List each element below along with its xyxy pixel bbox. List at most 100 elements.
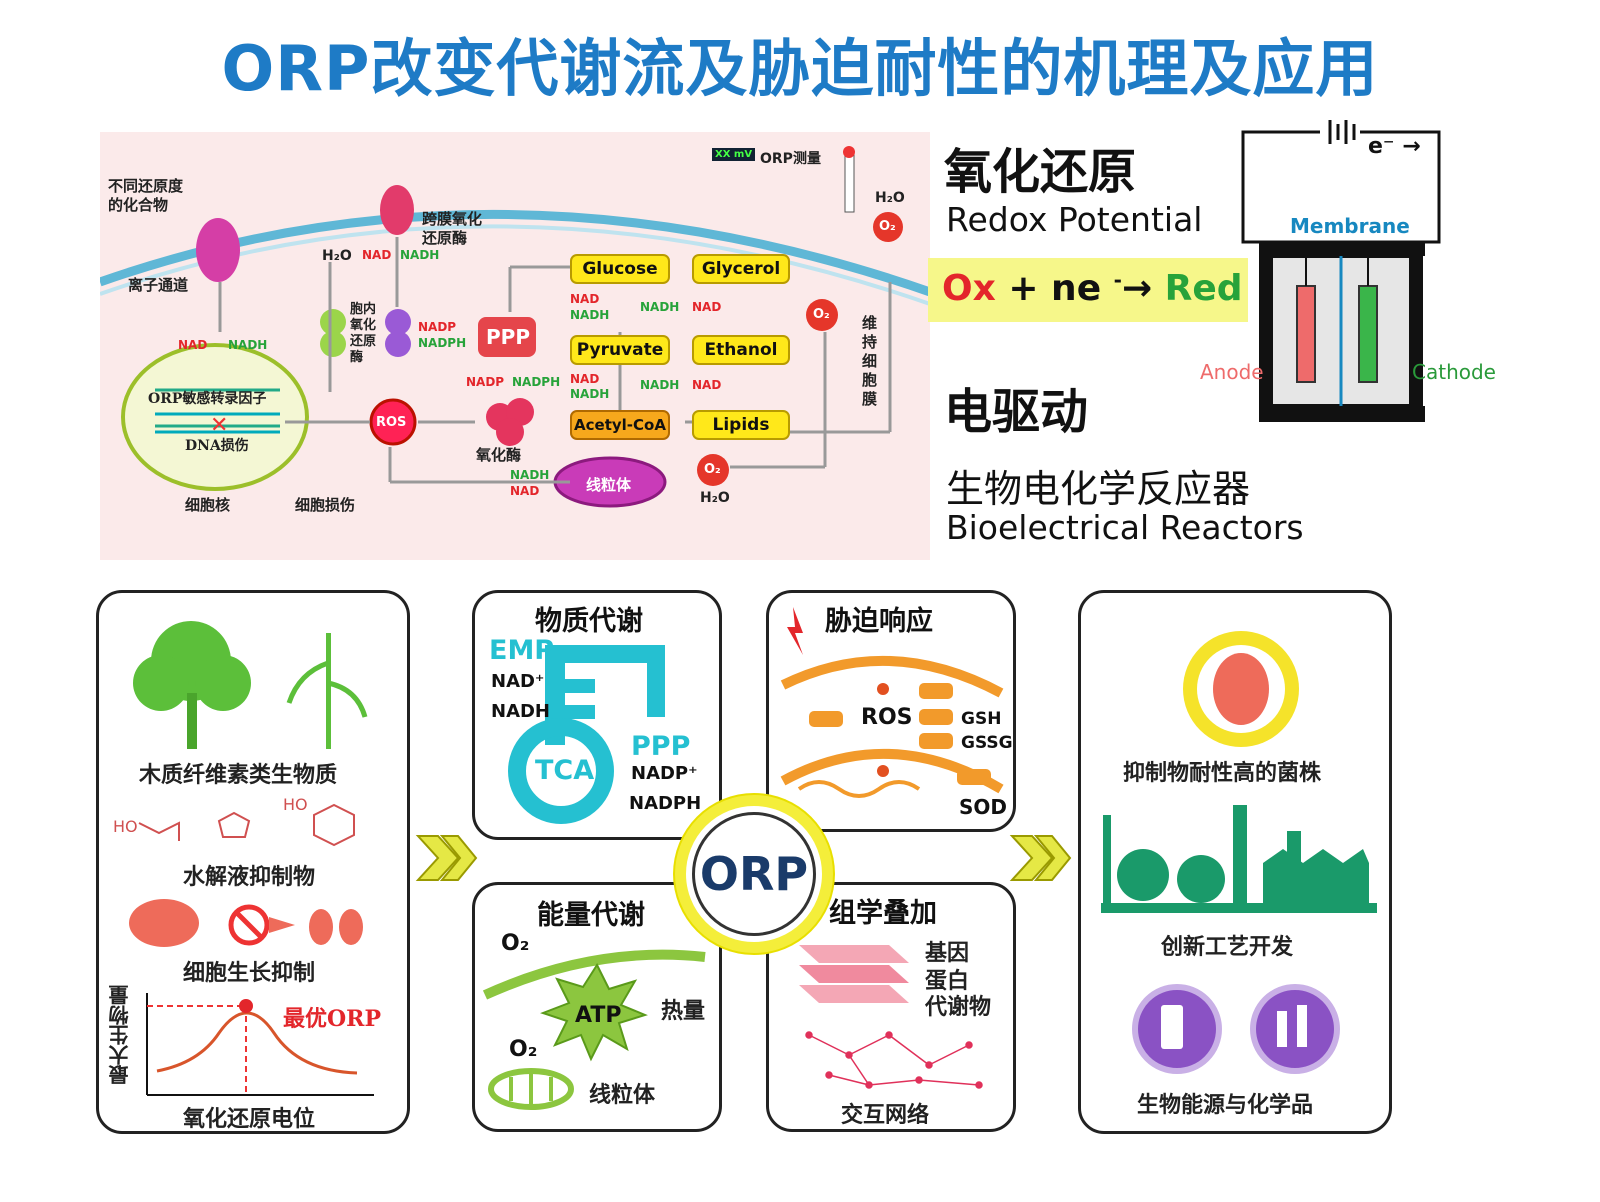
emp-label: EMP — [489, 635, 555, 666]
nadp-plus-label: NADP⁺ — [631, 763, 698, 784]
chevron-right-icon — [415, 835, 478, 881]
electro-subtitle-en: Bioelectrical Reactors — [946, 508, 1304, 547]
cell-damage-label: 细胞损伤 — [295, 496, 356, 514]
protein-label: 蛋白 — [925, 968, 970, 994]
chevron-right-icon-2 — [1009, 835, 1072, 881]
nucleus-label: 细胞核 — [185, 496, 231, 514]
orp-measure-label: ORP测量 — [760, 151, 821, 167]
gssg-label: GSSG — [961, 733, 1013, 753]
biomass-panel-graphics — [129, 621, 374, 1096]
maintain-membrane-label: 维 持 细 胞 膜 — [862, 314, 878, 408]
nad-label-2: NAD — [178, 338, 208, 352]
products-label: 生物能源与化学品 — [1137, 1092, 1314, 1118]
omics-title: 组学叠加 — [829, 898, 937, 929]
mito-energy-label: 线粒体 — [589, 1082, 656, 1108]
metabolite-label: 代谢物 — [925, 994, 992, 1020]
eq-red: Red — [1164, 268, 1243, 309]
growth-label: 细胞生长抑制 — [183, 960, 316, 986]
membrane-label: Membrane — [1290, 214, 1410, 238]
sod-label: SOD — [959, 795, 1008, 819]
stress-graphics — [780, 607, 1004, 798]
h2o-label-3: H₂O — [700, 490, 730, 506]
o2-energy-label-1: O₂ — [501, 931, 530, 956]
biomass-panel: 木质纤维素类生物质 水解液抑制物 细胞生长抑制 氧化还原电位 最大生物量 最优O… — [96, 590, 410, 1134]
nad-label: NAD — [362, 248, 392, 262]
nadph-label-2: NADPH — [512, 375, 561, 389]
dna-damage-label: DNA损伤 — [185, 438, 249, 454]
nadh-label-6: NADH — [640, 378, 680, 392]
redox-subtitle: Redox Potential — [946, 200, 1203, 239]
metabolism-graphics — [508, 645, 665, 824]
network-label: 交互网络 — [841, 1102, 930, 1128]
nadp-label: NADP — [418, 320, 457, 334]
eq-arrow: → — [1121, 268, 1153, 309]
mitochondria-label: 线粒体 — [586, 476, 632, 494]
energy-title: 能量代谢 — [537, 900, 645, 931]
o2-bubble-2: O₂ — [813, 307, 830, 322]
nadh-label-5: NADH — [570, 387, 610, 401]
redox-equation: Ox + ne -→ Red — [928, 258, 1248, 322]
nadh-metab-label: NADH — [491, 701, 551, 722]
nadh-label-7: NADH — [510, 468, 550, 482]
nadph-metab-label: NADPH — [629, 793, 702, 814]
orp-meter: XX mV — [712, 148, 756, 161]
yaxis-label: 最大生物量 — [108, 985, 132, 1085]
eq-mid: + ne — [995, 268, 1114, 309]
nadh-label-3: NADH — [570, 308, 610, 322]
glucose-box: Glucose — [570, 254, 670, 284]
electro-heading: 电驱动 — [944, 384, 1089, 440]
acetylcoa-box: Acetyl-CoA — [570, 410, 670, 440]
ppp-label: PPP — [486, 325, 530, 349]
nadh-label-4: NADH — [640, 300, 680, 314]
process-label: 创新工艺开发 — [1161, 934, 1294, 960]
nad-label-3: NAD — [570, 292, 600, 306]
h2o-label-2: H₂O — [875, 190, 905, 206]
ethanol-box: Ethanol — [692, 335, 790, 365]
orp-center-label: ORP — [692, 812, 816, 936]
nad-label-4: NAD — [692, 300, 722, 314]
bioreactor-diagram — [1241, 120, 1441, 422]
application-graphics — [1101, 631, 1377, 1074]
ion-channel-label: 离子通道 — [128, 276, 189, 294]
atp-label: ATP — [575, 1003, 622, 1028]
oxidase-label: 氧化酶 — [476, 446, 522, 464]
stress-panel: 胁迫响应 ROS GSH GSSG SOD — [766, 590, 1016, 832]
ho-label-2: HO — [283, 795, 308, 814]
metabolism-panel: 物质代谢 EMP NAD⁺ NADH TCA PPP NADP⁺ NADPH — [472, 590, 722, 840]
eq-sup: - — [1113, 268, 1122, 292]
gene-label: 基因 — [925, 940, 970, 966]
cell-diagram: ✕ — [100, 132, 930, 560]
svg-text:✕: ✕ — [210, 413, 228, 438]
o2-energy-label-2: O₂ — [509, 1037, 538, 1062]
h2o-label: H₂O — [322, 248, 352, 264]
membrane-enzyme-label: 跨膜氧化 还原酶 — [422, 210, 483, 247]
lipids-box: Lipids — [692, 410, 790, 440]
intracellular-enzyme-label: 胞内 氧化 还原 酶 — [350, 302, 377, 365]
redox-heading: 氧化还原 — [944, 144, 1137, 200]
o2-bubble-3: O₂ — [704, 462, 721, 477]
metabolism-title: 物质代谢 — [535, 606, 643, 637]
energy-graphics — [482, 949, 706, 1110]
stress-title: 胁迫响应 — [825, 606, 933, 637]
o2-bubble-1: O₂ — [879, 219, 896, 234]
nadh-label: NADH — [400, 248, 440, 262]
biomass-label: 木质纤维素类生物质 — [139, 762, 338, 788]
nad-label-7: NAD — [510, 484, 540, 498]
page-title: ORP改变代谢流及胁迫耐性的机理及应用 — [221, 32, 1379, 105]
inhibitors-label: 水解液抑制物 — [183, 864, 316, 890]
anode-label: Anode — [1200, 360, 1264, 384]
nad-label-5: NAD — [570, 372, 600, 386]
application-panel: 抑制物耐性高的菌株 创新工艺开发 生物能源与化学品 — [1078, 590, 1392, 1134]
cell-diagram-graphics: ✕ — [100, 146, 930, 508]
nad-label-6: NAD — [692, 378, 722, 392]
orp-tf-label: ORP敏感转录因子 — [148, 391, 267, 407]
orp-center-circle: ORP — [675, 795, 833, 953]
ros-label: ROS — [376, 415, 407, 430]
nadp-label-2: NADP — [466, 375, 505, 389]
cathode-label: Cathode — [1412, 360, 1496, 384]
strain-label: 抑制物耐性高的菌株 — [1123, 760, 1322, 786]
ppp-metab-label: PPP — [631, 731, 691, 762]
electro-subtitle-cn: 生物电化学反应器 — [946, 467, 1251, 511]
ros-stress-label: ROS — [861, 705, 913, 730]
energy-panel: 能量代谢 O₂ O₂ ATP 热量 线粒体 — [472, 882, 722, 1132]
